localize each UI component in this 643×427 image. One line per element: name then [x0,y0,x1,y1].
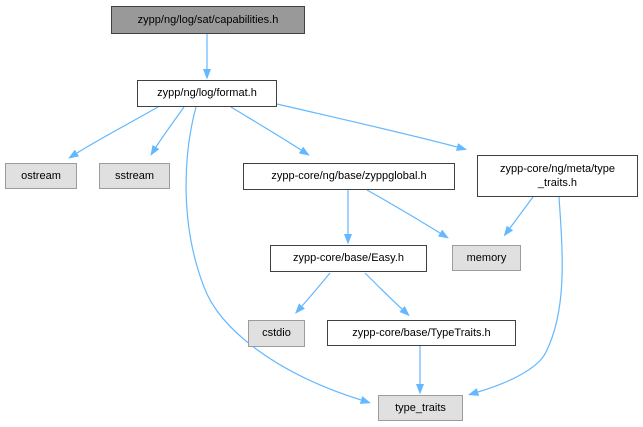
edge-format-type-traits [185,106,372,404]
edge-format-meta-type-traits [276,103,468,151]
node-typetraits-h[interactable]: zypp-core/base/TypeTraits.h [327,320,516,346]
node-format[interactable]: zypp/ng/log/format.h [137,80,277,107]
node-type-traits[interactable]: type_traits [378,395,463,421]
edge-meta-type-traits-memory [503,196,534,237]
edge-zyppglobal-memory [366,189,449,239]
edge-easy-cstdio [295,272,331,314]
node-cstdio[interactable]: cstdio [248,320,305,347]
edge-format-zyppglobal [230,106,310,156]
edge-easy-typetraits-h [364,272,410,317]
edge-format-sstream [150,106,185,156]
node-ostream[interactable]: ostream [5,163,77,189]
node-easy[interactable]: zypp-core/base/Easy.h [270,245,427,272]
node-capabilities[interactable]: zypp/ng/log/sat/capabilities.h [111,6,305,34]
node-meta-type-traits[interactable]: zypp-core/ng/meta/type _traits.h [477,155,638,197]
node-sstream[interactable]: sstream [99,163,170,189]
node-zyppglobal[interactable]: zypp-core/ng/base/zyppglobal.h [243,163,455,190]
edge-meta-type-traits-type-traits [467,196,563,396]
node-memory[interactable]: memory [452,245,521,271]
edge-format-ostream [68,106,159,159]
